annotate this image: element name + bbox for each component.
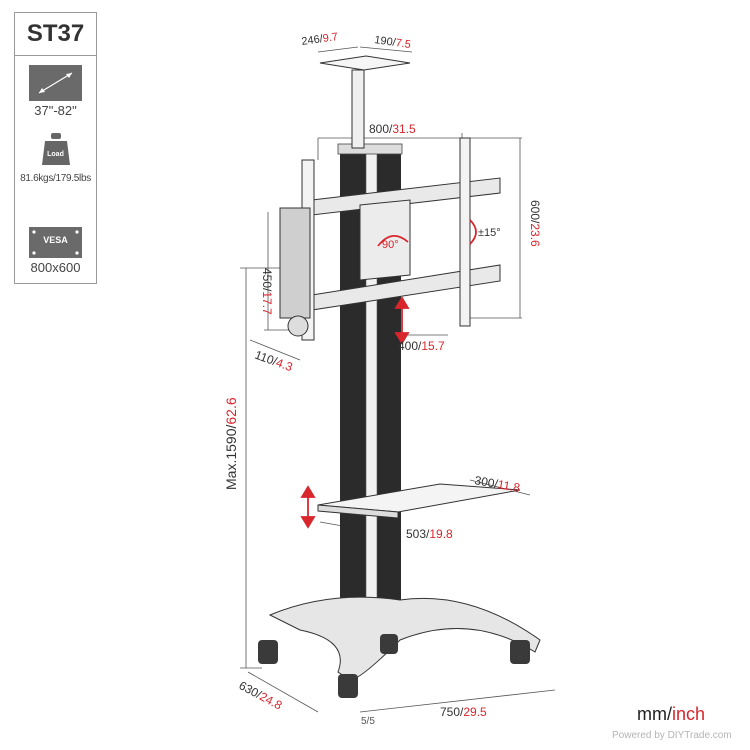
units-label: mm/inch bbox=[637, 704, 705, 725]
shelf-w-mm: 503 bbox=[406, 527, 426, 541]
shelf-w-in: 19.8 bbox=[429, 527, 453, 541]
vesa-h-mm: 600 bbox=[528, 200, 542, 220]
svg-text:450/17.7: 450/17.7 bbox=[260, 268, 274, 315]
adjust-mm: 400 bbox=[398, 339, 418, 353]
rotate-label: 90° bbox=[382, 239, 399, 251]
screen-size-text: 37"-82" bbox=[34, 103, 77, 118]
shelf-d-mm: 300 bbox=[473, 473, 495, 490]
spec-panel: ST37 37"-82" Load 81.6kgs/179.5lbs VESA … bbox=[14, 12, 97, 284]
top-width-mm: 190 bbox=[374, 34, 394, 48]
vesa-w-in: 31.5 bbox=[392, 122, 416, 136]
svg-text:110/4.3: 110/4.3 bbox=[253, 348, 295, 375]
units-inch: inch bbox=[672, 704, 706, 724]
svg-text:246/9.7: 246/9.7 bbox=[301, 31, 339, 48]
vesa-badge-label: VESA bbox=[43, 235, 68, 245]
casters bbox=[258, 634, 530, 698]
height-mm: Max.1590 bbox=[223, 428, 239, 490]
vesa-text: 800x600 bbox=[30, 260, 81, 275]
load-weight-icon bbox=[42, 133, 70, 165]
svg-text:630/24.8: 630/24.8 bbox=[237, 678, 285, 712]
base-d-in: 24.8 bbox=[257, 689, 284, 712]
svg-text:800/31.5: 800/31.5 bbox=[369, 122, 416, 136]
load-badge-label: Load bbox=[47, 151, 64, 158]
height-in: 62.6 bbox=[223, 397, 239, 424]
page-number: 5/5 bbox=[361, 716, 375, 727]
svg-text:400/15.7: 400/15.7 bbox=[398, 339, 445, 353]
svg-text:Max.1590/62.6: Max.1590/62.6 bbox=[223, 397, 239, 490]
adjust-arrows bbox=[300, 219, 477, 529]
tilt-arrow bbox=[469, 219, 477, 245]
vesa-h-in: 23.6 bbox=[528, 223, 542, 247]
top-depth-mm: 246 bbox=[301, 34, 321, 48]
svg-text:503/19.8: 503/19.8 bbox=[406, 527, 453, 541]
caster-front-right bbox=[338, 674, 358, 698]
vesa-icon bbox=[29, 227, 82, 258]
offset-mm: 110 bbox=[253, 348, 276, 368]
rotate-arrow bbox=[377, 235, 409, 247]
base-w-in: 29.5 bbox=[463, 705, 487, 719]
model-name: ST37 bbox=[26, 20, 85, 47]
svg-text:750/29.5: 750/29.5 bbox=[440, 705, 487, 719]
svg-text:600/23.6: 600/23.6 bbox=[528, 200, 542, 247]
screen-size-icon bbox=[29, 65, 82, 101]
top-width-in: 7.5 bbox=[395, 37, 412, 51]
tilt-label: ±15° bbox=[478, 227, 501, 239]
offset-in: 4.3 bbox=[274, 355, 295, 374]
svg-text:190/7.5: 190/7.5 bbox=[374, 34, 412, 51]
shelf-d-in: 11.8 bbox=[496, 477, 521, 495]
panel-divider bbox=[15, 55, 96, 56]
load-text: 81.6kgs/179.5lbs bbox=[20, 173, 91, 184]
camera-shelf bbox=[319, 55, 411, 149]
media-shelf bbox=[317, 483, 521, 519]
units-mm: mm/ bbox=[637, 704, 672, 724]
base bbox=[268, 596, 541, 681]
adjust-in: 15.7 bbox=[421, 339, 445, 353]
watermark: Powered by DIYTrade.com bbox=[612, 730, 732, 741]
bracket-h-in: 17.7 bbox=[260, 291, 274, 315]
caster-back-right bbox=[510, 640, 530, 664]
top-depth-in: 9.7 bbox=[322, 31, 339, 45]
caster-back bbox=[380, 634, 398, 654]
caster-front-left bbox=[258, 640, 278, 664]
bracket-h-mm: 450 bbox=[260, 268, 274, 288]
base-w-mm: 750 bbox=[440, 705, 460, 719]
svg-text:300/11.8: 300/11.8 bbox=[473, 473, 521, 495]
vesa-w-mm: 800 bbox=[369, 122, 389, 136]
